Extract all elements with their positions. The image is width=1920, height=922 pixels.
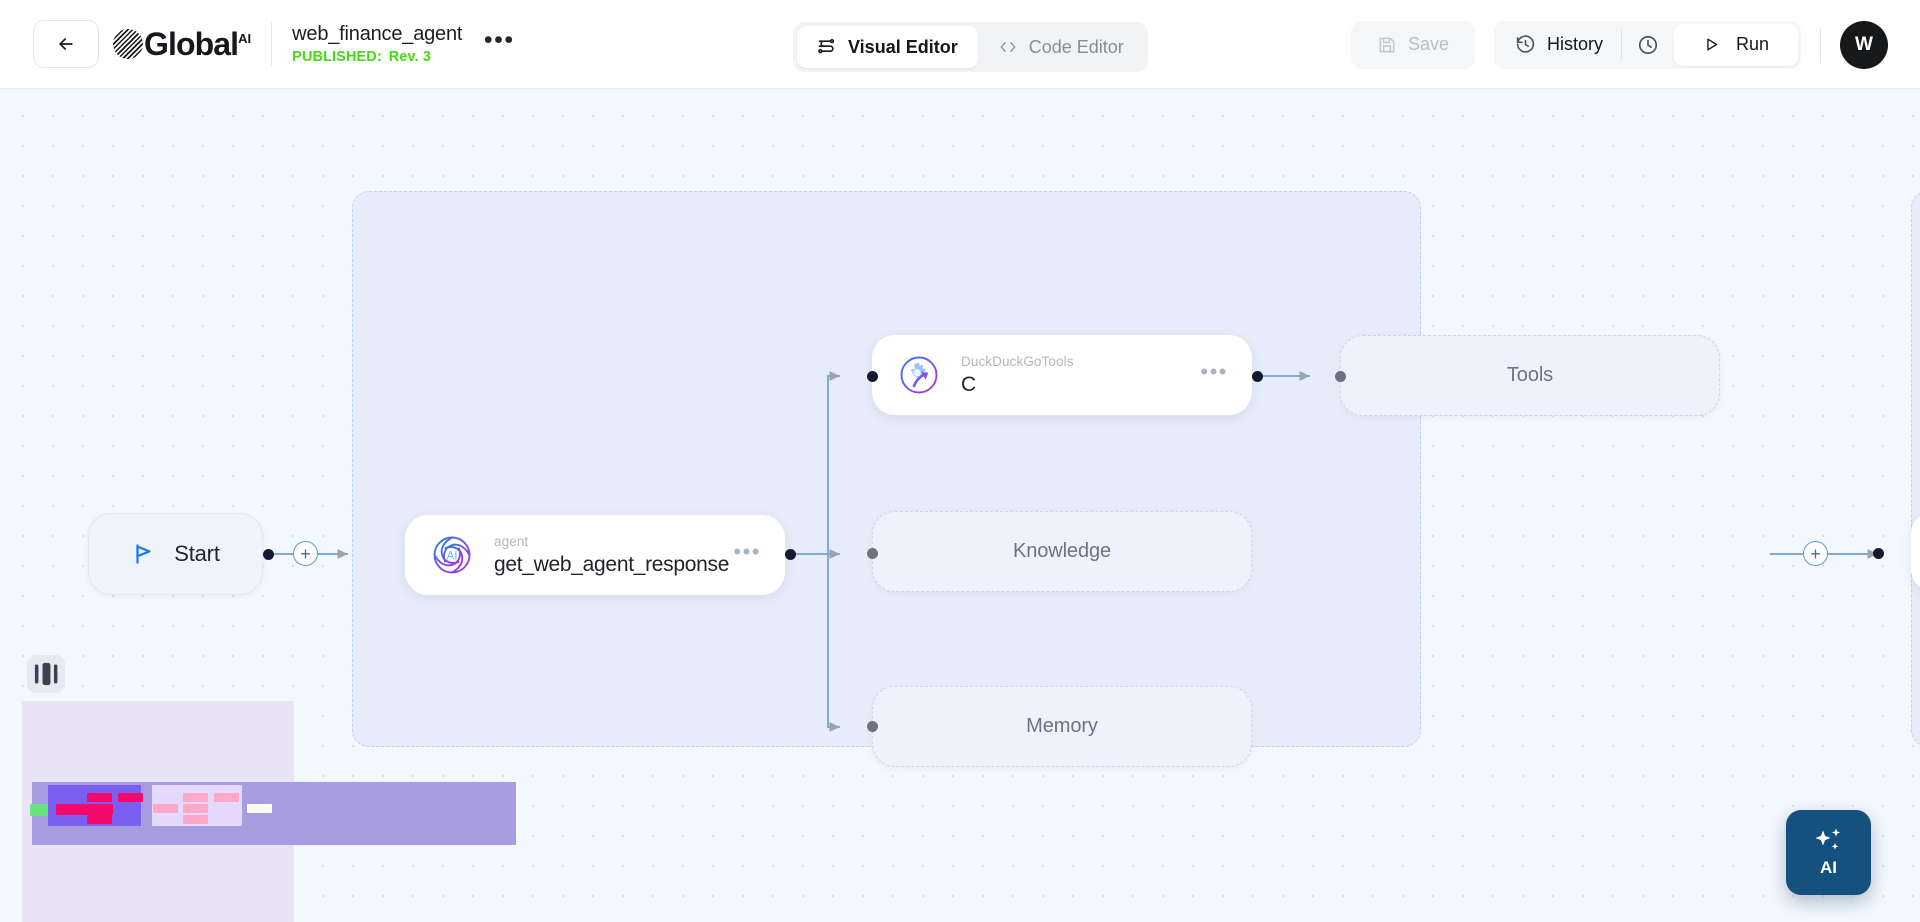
history-run-group: History Run (1493, 20, 1801, 69)
ai-swirl-icon: AI (433, 536, 471, 574)
port-tool-in[interactable] (867, 371, 878, 382)
add-node-button-right[interactable]: + (1803, 541, 1828, 566)
run-label: Run (1735, 34, 1770, 54)
flow-canvas[interactable]: + + Start (0, 89, 1920, 922)
sparkles-icon (1815, 828, 1840, 850)
minimap-node (87, 815, 112, 824)
node-knowledge-label: Knowledge (1012, 540, 1112, 562)
minimap-node (87, 793, 112, 802)
brand-superscript: AI (238, 30, 252, 46)
divider (1820, 27, 1821, 62)
node-tool-kind: DuckDuckGoTools (961, 353, 1074, 369)
flag-play-icon (136, 544, 151, 564)
tab-code-editor-label: Code Editor (1028, 36, 1124, 57)
port-right-in[interactable] (1873, 548, 1884, 559)
avatar[interactable]: W (1840, 20, 1888, 69)
minimap-node (56, 804, 113, 815)
gear-arrow-icon (900, 356, 938, 394)
minimap-node (183, 793, 208, 802)
document-more-button[interactable]: ••• (483, 25, 515, 54)
play-triangle-icon (1707, 38, 1718, 51)
port-tool-out[interactable] (1252, 371, 1263, 382)
history-label: History (1546, 34, 1603, 54)
brand-logo[interactable]: Global AI (113, 26, 251, 63)
status-label: PUBLISHED: (292, 49, 382, 65)
save-button[interactable]: Save (1350, 20, 1475, 69)
globalai-mark-icon (113, 29, 143, 59)
code-brackets-icon (1000, 42, 1016, 52)
next-group-container (1911, 191, 1920, 747)
back-button[interactable] (33, 20, 99, 68)
node-start-label: Start (174, 541, 220, 566)
divider (1621, 29, 1622, 60)
flow-icon (818, 39, 835, 54)
port-agent-out[interactable] (785, 549, 796, 560)
port-start-out[interactable] (263, 549, 274, 560)
revision-label: Rev. 3 (388, 49, 432, 65)
node-start[interactable]: Start (88, 513, 263, 595)
node-tool-name: C (961, 372, 976, 396)
minimap-node (153, 804, 178, 813)
node-agent-name: get_web_agent_response (494, 552, 730, 576)
node-offscreen-right[interactable] (1911, 511, 1920, 592)
minimap-node (183, 804, 208, 813)
editor-mode-switch: Visual Editor Code Editor (793, 22, 1148, 72)
minimap[interactable] (22, 701, 516, 922)
agent-group-container (352, 191, 1421, 747)
node-tools-placeholder[interactable]: Tools (1340, 335, 1720, 416)
run-button[interactable]: Run (1674, 23, 1798, 66)
add-node-button[interactable]: + (293, 541, 318, 566)
svg-text:AI: AI (447, 551, 458, 563)
node-agent-kind: agent (494, 533, 529, 549)
history-button[interactable]: History (1497, 24, 1621, 66)
node-memory-label: Memory (1026, 715, 1098, 737)
minimap-node (118, 793, 143, 802)
tab-code-editor[interactable]: Code Editor (978, 26, 1144, 68)
port-memory-in[interactable] (867, 721, 878, 732)
node-memory-placeholder[interactable]: Memory (872, 686, 1252, 767)
node-agent[interactable]: AI agent get_web_agent_response ••• (405, 515, 785, 595)
ai-fab-label: AI (1820, 857, 1837, 877)
ai-assistant-button[interactable]: AI (1786, 810, 1871, 895)
tab-visual-editor[interactable]: Visual Editor (797, 26, 978, 68)
node-knowledge-placeholder[interactable]: Knowledge (872, 511, 1252, 592)
minimap-node (183, 815, 208, 824)
floppy-disk-icon (1379, 37, 1395, 52)
brand-name: Global (144, 25, 239, 62)
node-duckduckgo-tools[interactable]: DuckDuckGoTools C ••• (872, 335, 1252, 415)
clock-icon (1638, 35, 1658, 54)
arrow-left-icon (59, 38, 73, 50)
schedule-button[interactable] (1622, 24, 1674, 66)
node-tools-label: Tools (1506, 364, 1554, 386)
minimap-toggle-button[interactable] (27, 655, 65, 693)
history-clock-icon (1516, 35, 1535, 53)
port-tools-in[interactable] (1335, 371, 1346, 382)
document-meta: web_finance_agent PUBLISHED: Rev. 3 (292, 23, 462, 65)
tab-visual-editor-label: Visual Editor (848, 36, 958, 57)
page-title: web_finance_agent (292, 23, 463, 45)
toolbar-actions: Save History Run W (1350, 0, 1920, 89)
node-agent-menu-button[interactable]: ••• (733, 538, 761, 564)
top-toolbar: Global AI web_finance_agent PUBLISHED: Re… (0, 0, 1920, 89)
minimap-node (247, 804, 272, 813)
status-badge: PUBLISHED: Rev. 3 (292, 49, 462, 65)
port-knowledge-in[interactable] (867, 548, 878, 559)
save-label: Save (1407, 34, 1449, 54)
divider (271, 22, 273, 66)
panel-layout-icon (34, 662, 58, 686)
minimap-node (87, 804, 112, 813)
node-tool-menu-button[interactable]: ••• (1200, 358, 1228, 384)
minimap-node (214, 793, 239, 802)
